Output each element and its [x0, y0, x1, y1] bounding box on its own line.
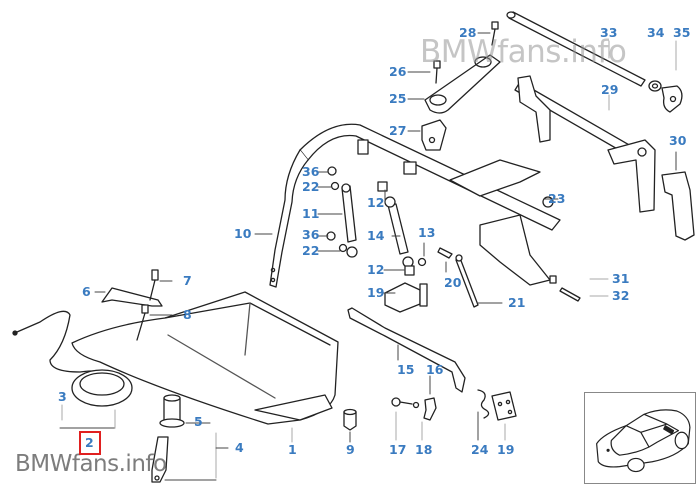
part-label-1[interactable]: 1 — [288, 442, 297, 457]
part-label-30[interactable]: 30 — [669, 133, 687, 148]
watermark-top-right: BMWfans.info — [420, 34, 627, 70]
part-gas-strut-14 — [378, 182, 426, 275]
part-label-36-lower[interactable]: 36 — [302, 227, 320, 242]
part-label-16[interactable]: 16 — [426, 362, 444, 377]
part-label-29[interactable]: 29 — [601, 82, 619, 97]
part-spring-24 — [478, 390, 489, 418]
part-label-15[interactable]: 15 — [397, 362, 415, 377]
part-lever-15 — [348, 308, 465, 392]
part-strut-10 — [270, 150, 308, 287]
part-label-3[interactable]: 3 — [58, 389, 67, 404]
part-screw-28 — [492, 22, 498, 45]
part-label-25[interactable]: 25 — [389, 91, 407, 106]
part-label-13[interactable]: 13 — [418, 225, 436, 240]
part-bolt-32 — [560, 288, 580, 301]
part-plate-6 — [102, 288, 162, 306]
part-lock-cylinder-5 — [160, 395, 184, 427]
part-clip-31 — [550, 276, 556, 283]
part-label-22-upper[interactable]: 22 — [302, 179, 320, 194]
part-label-8[interactable]: 8 — [183, 307, 192, 322]
part-label-20[interactable]: 20 — [444, 275, 462, 290]
part-rod-33 — [507, 12, 645, 86]
part-bolt-20 — [438, 248, 452, 258]
part-label-18[interactable]: 18 — [415, 442, 433, 457]
part-label-28[interactable]: 28 — [459, 25, 477, 40]
part-gas-strut-11 — [327, 167, 357, 257]
part-glovebox-1 — [72, 292, 338, 424]
part-label-19-upper[interactable]: 19 — [367, 285, 385, 300]
part-label-14[interactable]: 14 — [367, 228, 385, 243]
part-bracket-25 — [425, 55, 500, 113]
part-cap-9 — [344, 410, 356, 431]
part-plate-19-lower — [492, 392, 516, 420]
part-rod-21 — [456, 255, 478, 307]
leader-lines — [60, 33, 676, 480]
part-knob-35 — [662, 86, 682, 112]
part-label-11[interactable]: 11 — [302, 206, 320, 221]
part-label-35[interactable]: 35 — [673, 25, 691, 40]
part-nut-34 — [649, 81, 661, 91]
part-label-5[interactable]: 5 — [194, 414, 203, 429]
part-key-4 — [152, 437, 168, 482]
part-label-23[interactable]: 23 — [548, 191, 566, 206]
part-label-26[interactable]: 26 — [389, 64, 407, 79]
part-label-10[interactable]: 10 — [234, 226, 252, 241]
part-label-31[interactable]: 31 — [612, 271, 630, 286]
part-pin-8 — [137, 305, 148, 340]
part-label-2[interactable]: 2 — [85, 435, 94, 450]
part-label-6[interactable]: 6 — [82, 284, 91, 299]
car-overview-icon — [585, 393, 695, 483]
part-label-27[interactable]: 27 — [389, 123, 407, 138]
part-main-frame — [300, 124, 560, 285]
part-label-12-lower[interactable]: 12 — [367, 262, 385, 277]
part-label-22-lower[interactable]: 22 — [302, 243, 320, 258]
part-screw-7 — [150, 270, 158, 300]
part-handle-30 — [662, 172, 694, 240]
part-label-32[interactable]: 32 — [612, 288, 630, 303]
part-latch-18 — [392, 398, 436, 420]
part-label-34[interactable]: 34 — [647, 25, 665, 40]
part-handle-3 — [72, 370, 132, 406]
part-bracket-27 — [422, 120, 446, 150]
part-label-24[interactable]: 24 — [471, 442, 489, 457]
watermark-bottom-left: BMWfans.info — [15, 451, 167, 477]
part-label-36-upper[interactable]: 36 — [302, 164, 320, 179]
part-screw-26 — [434, 61, 440, 83]
part-label-7[interactable]: 7 — [183, 273, 192, 288]
part-label-19-lower[interactable]: 19 — [497, 442, 515, 457]
part-label-33[interactable]: 33 — [600, 25, 618, 40]
part-bracket-19-upper — [385, 283, 427, 312]
part-label-4[interactable]: 4 — [235, 440, 244, 455]
part-label-17[interactable]: 17 — [389, 442, 407, 457]
part-crossbar-29 — [515, 76, 655, 212]
part-label-9[interactable]: 9 — [346, 442, 355, 457]
part-label-12-upper[interactable]: 12 — [367, 195, 385, 210]
car-overview-thumbnail[interactable] — [584, 392, 696, 484]
part-label-21[interactable]: 21 — [508, 295, 526, 310]
selected-part-highlight — [79, 431, 101, 455]
